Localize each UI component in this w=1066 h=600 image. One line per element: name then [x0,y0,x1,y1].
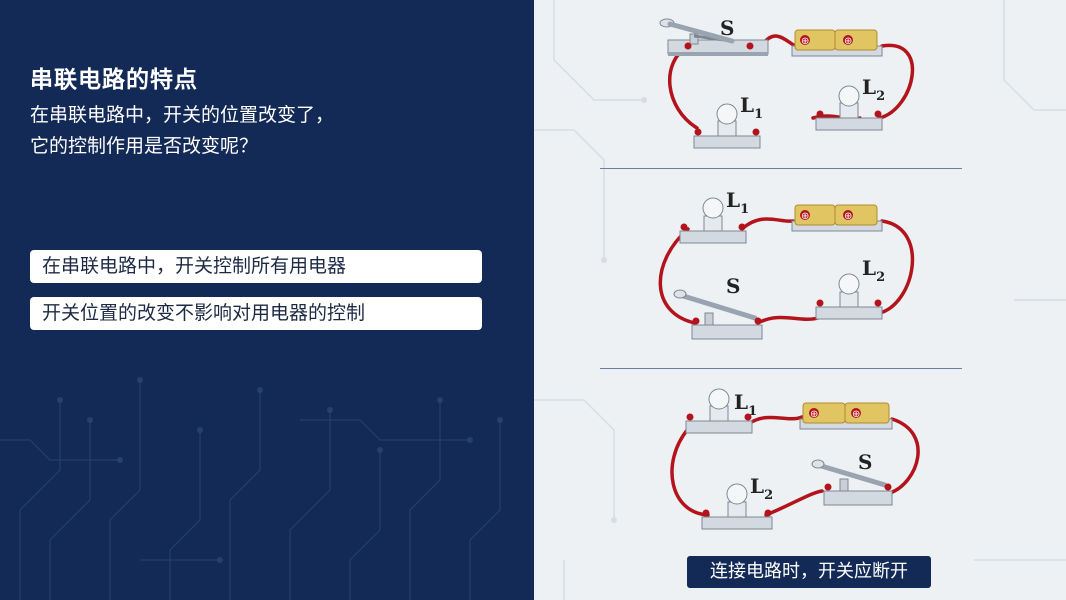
battery: ⊕ ⊕ [791,29,883,57]
lamp-L1-label: L1 [726,188,749,217]
lamp-subscript: 1 [748,404,757,419]
lamp-L2 [701,483,773,530]
question-line-2: 它的控制作用是否改变呢？ [30,135,259,157]
lamp-L2-label: L2 [862,256,885,285]
left-panel: 串联电路的特点 在串联电路中，开关的位置改变了， 它的控制作用是否改变呢？ 在串… [0,0,534,600]
battery-sign: ⊕ [801,36,809,47]
lamp-L2 [815,85,883,131]
lamp-L1-label: L1 [740,93,763,122]
circuit-diagram-3: L1 ⊕ ⊕ L2 S [670,388,920,530]
battery: ⊕ ⊕ [791,204,883,232]
switch-label: S [726,274,740,298]
lamp-subscript: 1 [740,202,749,217]
lamp-subscript: 2 [876,89,885,104]
lamp-L2-label: L2 [862,75,885,104]
lamp-L2-label: L2 [750,474,773,503]
battery-sign: ⊕ [844,211,852,222]
battery-sign: ⊕ [844,36,852,47]
question-line-1: 在串联电路中，开关的位置改变了， [30,104,335,126]
switch [811,459,893,506]
lamp-letter: L [726,188,740,212]
circuit-background-decoration [534,0,1066,600]
lamp-L1-label: L1 [734,390,757,419]
lamp-L1 [693,103,761,149]
lamp-subscript: 2 [876,270,885,285]
note-box: 连接电路时，开关应断开 [687,556,931,588]
wire [658,217,915,325]
conclusion-box-2: 开关位置的改变不影响对用电器的控制 [30,297,482,330]
lamp-letter: L [734,390,748,414]
divider-1 [600,168,962,169]
switch [659,18,769,56]
lamp-subscript: 1 [754,107,763,122]
circuit-diagram-2: L1 ⊕ ⊕ S L2 [658,188,915,340]
lamp-L1 [679,197,747,244]
divider-2 [600,368,962,369]
lamp-subscript: 2 [764,488,773,503]
lamp-letter: L [862,256,876,280]
lamp-letter: L [750,474,764,498]
battery: ⊕ ⊕ [799,402,893,430]
battery-sign: ⊕ [810,409,818,420]
battery-sign: ⊕ [852,409,860,420]
lamp-letter: L [862,75,876,99]
switch-label: S [858,450,872,474]
switch [673,289,763,340]
wire [670,415,920,517]
section-title: 串联电路的特点 [30,67,198,93]
circuit-pattern-decoration [0,377,503,600]
lamp-L1 [685,388,753,434]
circuit-diagram-1: S ⊕ ⊕ L1 L2 [659,16,915,149]
lamp-letter: L [740,93,754,117]
battery-sign: ⊕ [801,211,809,222]
lamp-L2 [815,273,883,320]
conclusion-box-1: 在串联电路中，开关控制所有用电器 [30,250,482,283]
switch-label: S [720,16,734,40]
